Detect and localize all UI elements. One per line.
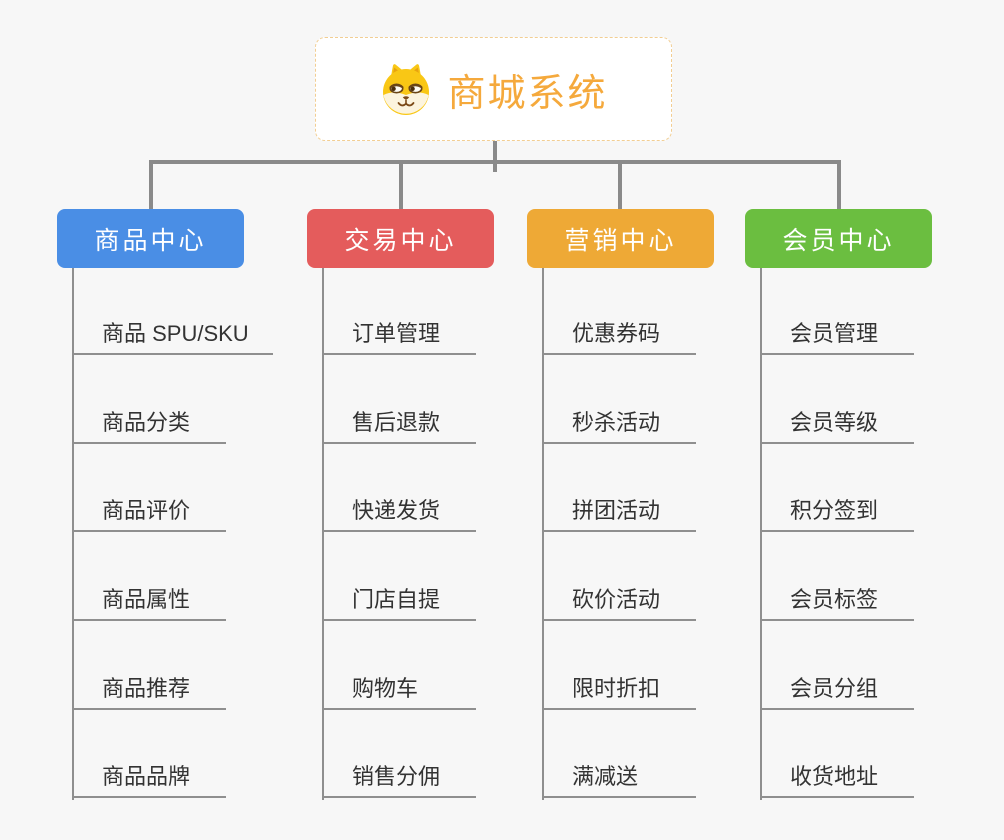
branch-drop-line xyxy=(837,160,841,209)
child-node[interactable]: 快递发货 xyxy=(322,496,476,532)
branch-node-marketing[interactable]: 营销中心 xyxy=(527,209,714,268)
root-connector-line xyxy=(493,141,497,172)
branch-drop-line xyxy=(618,160,622,209)
child-node[interactable]: 会员分组 xyxy=(760,674,914,710)
root-title: 商城系统 xyxy=(447,72,608,115)
child-node[interactable]: 秒杀活动 xyxy=(542,408,696,444)
branch-column-trade: 交易中心 订单管理 售后退款 快递发货 门店自提 购物车 销售分佣 xyxy=(307,209,494,819)
child-node[interactable]: 砍价活动 xyxy=(542,585,696,621)
child-node[interactable]: 满减送 xyxy=(542,762,696,798)
branch-node-trade[interactable]: 交易中心 xyxy=(307,209,494,268)
branch-drop-line xyxy=(399,160,403,209)
child-node[interactable]: 商品推荐 xyxy=(72,674,226,710)
child-node[interactable]: 限时折扣 xyxy=(542,674,696,710)
child-node[interactable]: 商品 SPU/SKU xyxy=(72,319,273,355)
child-node[interactable]: 购物车 xyxy=(322,674,476,710)
child-node[interactable]: 订单管理 xyxy=(322,319,476,355)
child-node[interactable]: 优惠券码 xyxy=(542,319,696,355)
branch-bus-line xyxy=(149,160,841,164)
child-node[interactable]: 收货地址 xyxy=(760,762,914,798)
branch-node-product[interactable]: 商品中心 xyxy=(57,209,244,268)
child-node[interactable]: 商品分类 xyxy=(72,408,226,444)
child-node[interactable]: 售后退款 xyxy=(322,408,476,444)
root-node[interactable]: 商城系统 xyxy=(315,37,672,141)
child-node[interactable]: 商品评价 xyxy=(72,496,226,532)
child-node[interactable]: 商品品牌 xyxy=(72,762,226,798)
branch-trunk-line xyxy=(760,268,762,800)
branch-trunk-line xyxy=(322,268,324,800)
child-node[interactable]: 拼团活动 xyxy=(542,496,696,532)
child-node[interactable]: 商品属性 xyxy=(72,585,226,621)
child-node[interactable]: 销售分佣 xyxy=(322,762,476,798)
branch-trunk-line xyxy=(72,268,74,800)
branch-trunk-line xyxy=(542,268,544,800)
dog-face-icon xyxy=(383,64,430,115)
child-node[interactable]: 积分签到 xyxy=(760,496,914,532)
child-node[interactable]: 会员等级 xyxy=(760,408,914,444)
child-node[interactable]: 门店自提 xyxy=(322,585,476,621)
branch-column-member: 会员中心 会员管理 会员等级 积分签到 会员标签 会员分组 收货地址 xyxy=(745,209,932,819)
branch-drop-line xyxy=(149,160,153,209)
branch-column-product: 商品中心 商品 SPU/SKU 商品分类 商品评价 商品属性 商品推荐 商品品牌 xyxy=(57,209,273,819)
child-node[interactable]: 会员管理 xyxy=(760,319,914,355)
child-node[interactable]: 会员标签 xyxy=(760,585,914,621)
branch-column-marketing: 营销中心 优惠券码 秒杀活动 拼团活动 砍价活动 限时折扣 满减送 xyxy=(527,209,714,819)
branch-node-member[interactable]: 会员中心 xyxy=(745,209,932,268)
